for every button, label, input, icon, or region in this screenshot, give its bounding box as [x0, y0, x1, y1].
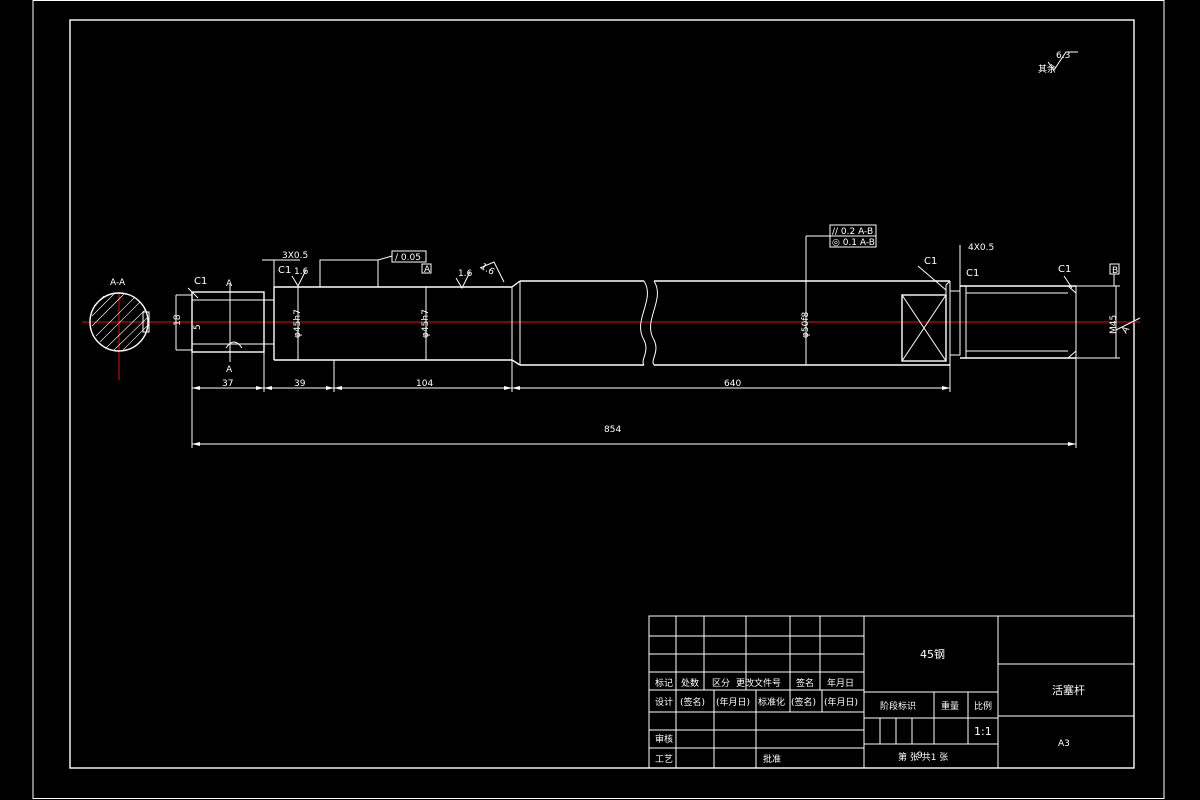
shaft-main-section: φ45h7 φ45h7 1.6 1.6 1.6 / 0.05 A — [274, 250, 521, 366]
roughness-3: 1.6 — [479, 262, 497, 278]
tb-standard: 标准化 — [758, 696, 785, 708]
dimension-lines: 37 39 104 640 854 — [191, 352, 1077, 448]
section-mark-bottom: A — [226, 365, 233, 375]
section-view: A-A — [89, 278, 150, 380]
thread-dim: M45 — [1109, 315, 1119, 334]
tb-header-zone: 区分 — [712, 678, 730, 689]
diameter-3: φ50f8 — [801, 311, 811, 338]
section-mark-top: A — [226, 279, 233, 289]
tolerance-right-2: ◎ 0.1 A-B — [832, 238, 875, 248]
shaft-long-rod: φ50f8 // 0.2 A-B ◎ 0.1 A-B — [520, 224, 950, 366]
diameter-2: φ45h7 — [421, 309, 431, 338]
roughness-2: 1.6 — [458, 269, 473, 279]
tb-header-sign: 签名 — [796, 677, 814, 689]
tolerance-left: / 0.05 — [395, 253, 421, 263]
tb-scale: 1:1 — [974, 725, 992, 738]
shaft-left-end: A A C1 18 5 — [173, 276, 265, 375]
roughness-1: 1.6 — [294, 267, 309, 277]
tb-scale-label: 比例 — [974, 700, 992, 712]
key-dim: 18 — [173, 314, 183, 326]
chamfer-left: C1 — [194, 276, 207, 287]
dim-104: 104 — [416, 379, 433, 389]
tb-header-change: 更改文件号 — [736, 677, 781, 689]
chamfer-right-1: C1 — [924, 256, 937, 267]
chamfer-right-3: C1 — [1058, 264, 1071, 275]
inner-frame — [69, 19, 1135, 769]
roughness-value: 6.3 — [1056, 51, 1070, 61]
section-label: A-A — [110, 278, 126, 288]
tb-approve: 批准 — [763, 753, 781, 765]
groove-right-dim: 4X0.5 — [968, 243, 994, 253]
roughness-symbol: 6.3 其余 — [1038, 51, 1078, 75]
tb-standard-date: (年月日) — [824, 696, 858, 708]
tb-stage: 阶段标识 — [880, 700, 916, 712]
outer-frame — [32, 0, 1165, 799]
tolerance-right-1: // 0.2 A-B — [832, 227, 873, 237]
tb-process: 工艺 — [655, 754, 673, 765]
tb-weight: 重量 — [941, 700, 959, 712]
tb-design: 设计 — [655, 696, 673, 708]
groove-left-dim: 3X0.5 — [282, 251, 308, 261]
tb-sheet-no: 9 — [917, 751, 923, 761]
diameter-1: φ45h7 — [293, 309, 303, 338]
tb-part-name: 活塞杆 — [1052, 683, 1085, 697]
tb-design-sign: (签名) — [680, 696, 705, 708]
tb-header-count: 处数 — [681, 677, 699, 689]
datum-a: A — [424, 265, 431, 275]
chamfer-left-2: C1 — [278, 265, 291, 276]
tb-sheet-info: 第 张 共1 张 — [898, 751, 948, 763]
shaft-groove-left: 3X0.5 C1 — [262, 251, 308, 360]
datum-b: B — [1112, 266, 1118, 276]
tb-standard-sign: (签名) — [791, 696, 816, 708]
dim-39: 39 — [294, 379, 306, 389]
title-block: 标记 处数 区分 更改文件号 签名 年月日 设计 (签名) (年月日) 标准化 … — [648, 615, 1135, 769]
chamfer-right-2: C1 — [966, 268, 979, 279]
tb-design-date: (年月日) — [716, 696, 750, 708]
tb-paper: A3 — [1058, 739, 1070, 749]
tb-header-mark: 标记 — [655, 677, 673, 689]
tb-header-date: 年月日 — [827, 677, 854, 689]
tb-review: 审核 — [655, 733, 673, 745]
dim-37: 37 — [222, 379, 233, 389]
dim-640: 640 — [724, 379, 741, 389]
shaft-right-end: C1 4X0.5 C1 C1 M45 B A — [901, 243, 1141, 365]
dim-854: 854 — [604, 425, 621, 435]
key-width-dim: 5 — [193, 324, 203, 330]
end-mark: A — [1120, 324, 1132, 335]
roughness-label: 其余 — [1038, 63, 1056, 75]
tb-material: 45钢 — [920, 648, 945, 661]
